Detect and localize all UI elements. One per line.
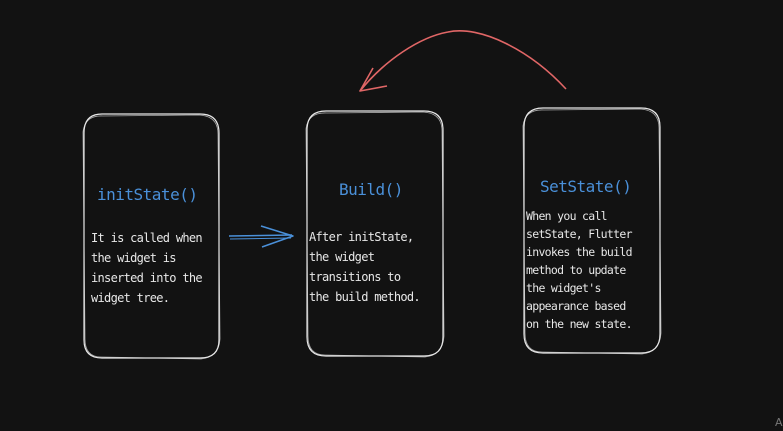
- set-state-title: SetState(): [540, 177, 632, 196]
- setstate-to-build-arrow: [359, 30, 567, 92]
- init-box[interactable]: [82, 113, 221, 360]
- init-state-description: It is called when the widget is inserted…: [91, 231, 203, 305]
- init-to-build-arrow: [228, 225, 294, 248]
- build-title: Build(): [339, 180, 403, 199]
- set-state-description: When you call setState, Flutter invokes …: [526, 209, 633, 331]
- build-description: After initState, the widget transitions …: [309, 230, 421, 304]
- build-box[interactable]: [305, 110, 445, 358]
- corner-mark: A: [775, 416, 783, 429]
- init-state-title: initState(): [97, 185, 198, 204]
- setstate-box[interactable]: [522, 107, 662, 355]
